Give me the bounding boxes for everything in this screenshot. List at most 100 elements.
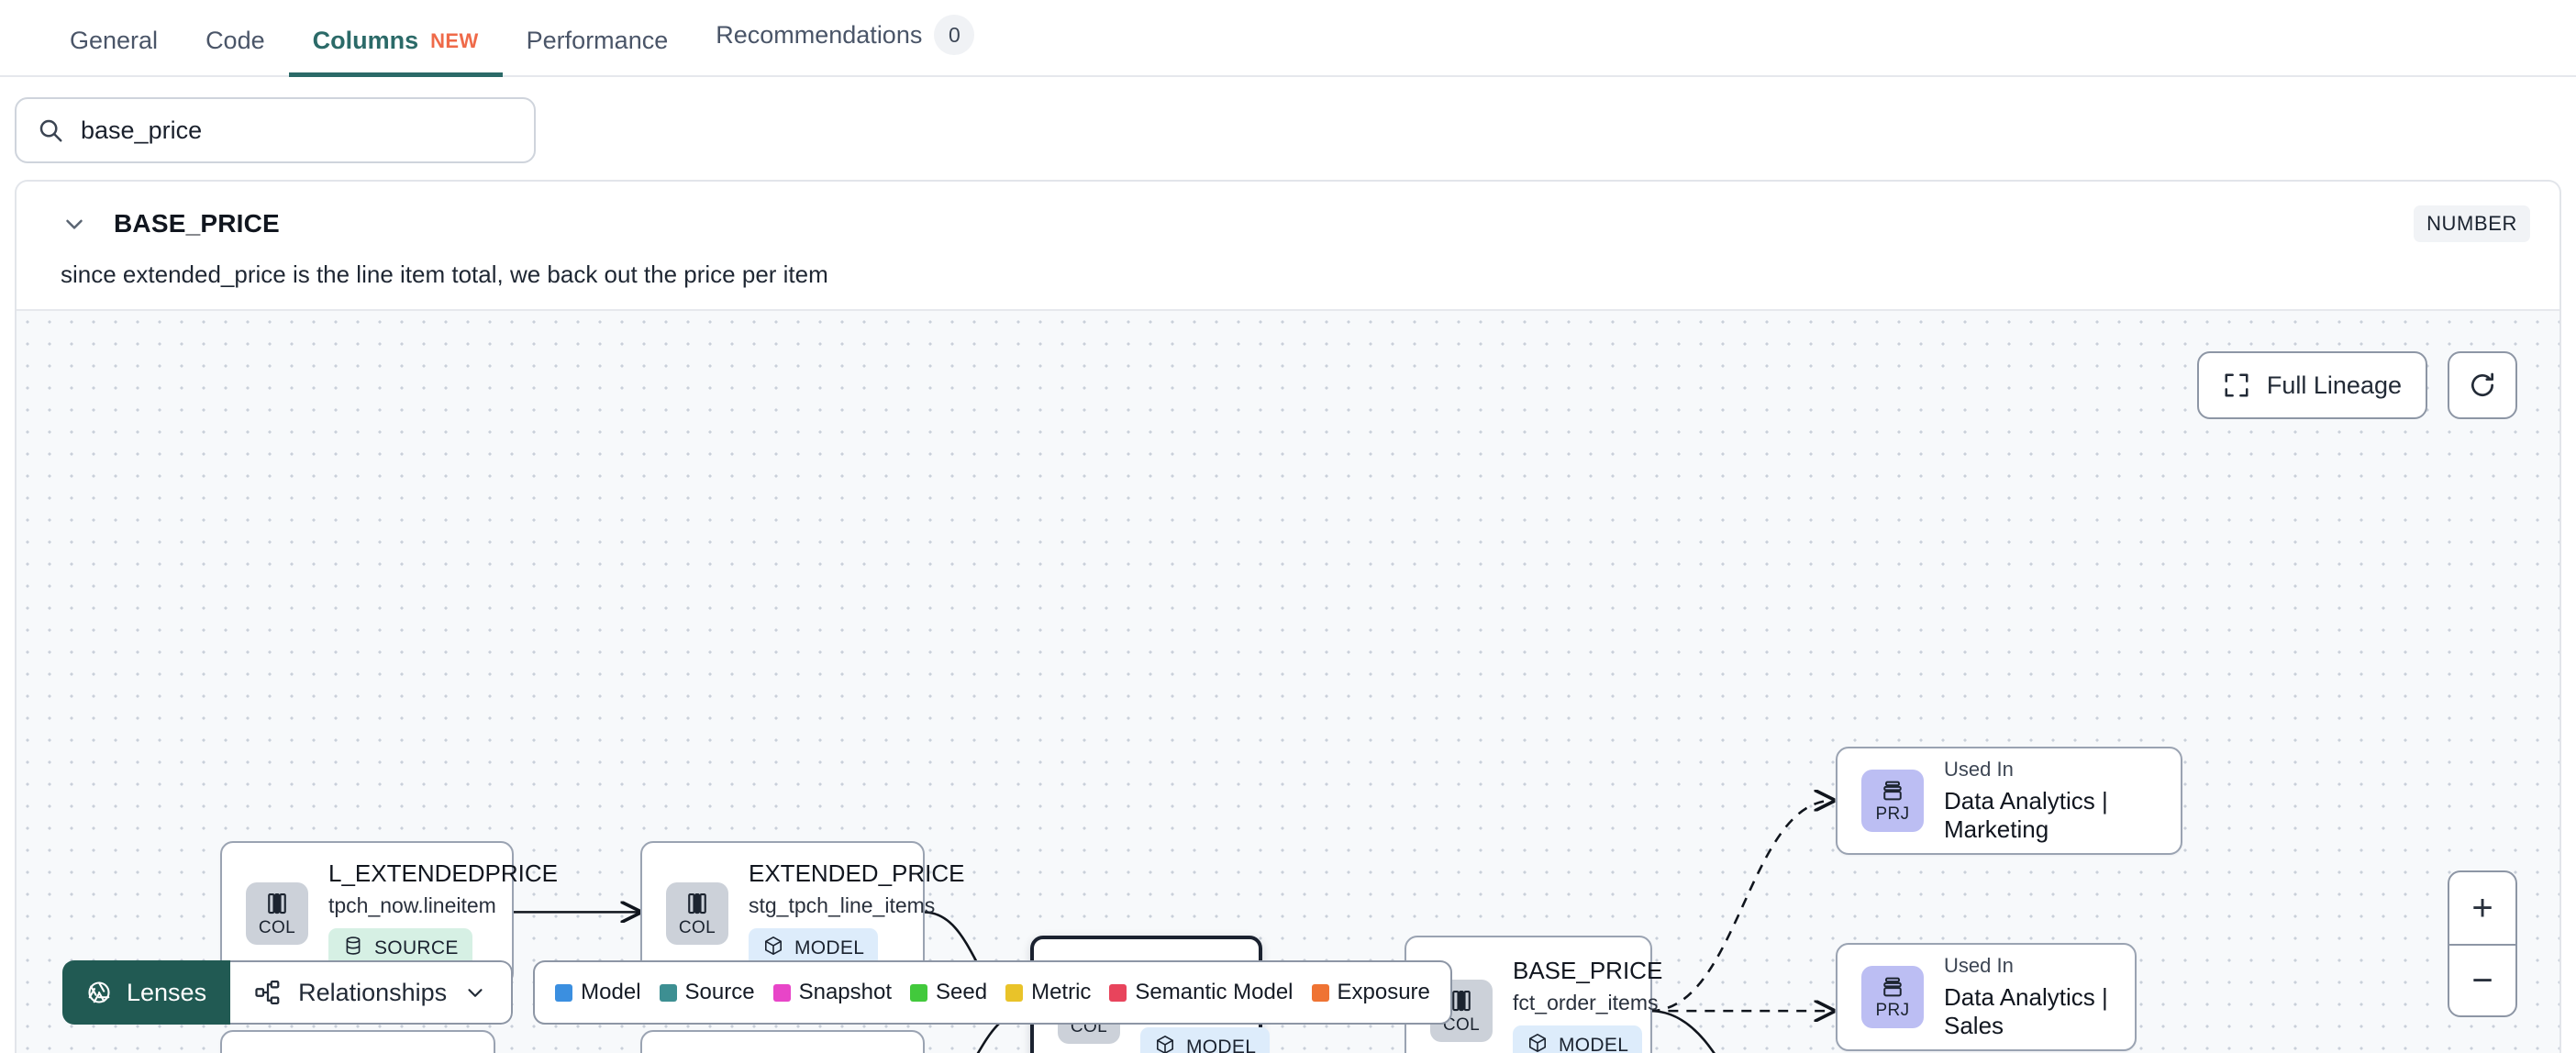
column-header: BASE_PRICE NUMBER — [17, 182, 2559, 248]
node-kind-label: COL — [1442, 1014, 1481, 1035]
zoom-controls: + − — [2448, 870, 2517, 1017]
lineage-edge-base_price_fct_order_items-to-base_price_use_variables — [1649, 1009, 1715, 1053]
cube-icon — [1154, 1034, 1176, 1053]
node-title: Data Analytics | Marketing — [1944, 787, 2108, 843]
node-type-pill: MODEL — [1513, 1025, 1643, 1053]
node-title: L_QUANTITY — [328, 1048, 496, 1053]
page-title: BASE_PRICE — [114, 209, 280, 238]
legend-item-seed: Seed — [910, 980, 987, 1005]
legend-label: Metric — [1031, 980, 1092, 1004]
legend-swatch — [910, 983, 928, 1002]
legend-item-source: Source — [659, 980, 755, 1005]
node-title: L_EXTENDEDPRICE — [328, 859, 558, 887]
node-title: EXTENDED_PRICE — [749, 859, 965, 887]
column-description: since extended_price is the line item to… — [61, 260, 828, 288]
tab-columns[interactable]: Columns NEW — [288, 27, 503, 77]
legend-item-exposure: Exposure — [1311, 980, 1430, 1005]
legend-swatch — [1311, 983, 1329, 1002]
legend-swatch — [555, 983, 573, 1002]
zoom-in-button[interactable]: + — [2471, 887, 2493, 928]
node-subtitle: stg_tpch_line_items — [749, 892, 936, 917]
node-pill-label: MODEL — [1186, 1036, 1257, 1053]
column-type-badge: NUMBER — [2414, 205, 2530, 242]
node-subtitle: Used In — [1944, 954, 2014, 977]
tab-bar: General Code Columns NEW Performance Rec… — [0, 0, 2576, 77]
legend-item-snapshot: Snapshot — [772, 980, 893, 1005]
refresh-icon — [2468, 371, 2497, 400]
node-pill-label: MODEL — [794, 937, 865, 959]
lineage-edge-base_price_fct_order_items-to-prj_marketing — [1649, 801, 1833, 1013]
relationships-button[interactable]: Relationships — [230, 960, 514, 1025]
node-title: Data Analytics | Sales — [1944, 983, 2108, 1039]
node-body: Used In Data Analytics | Marketing — [1944, 758, 2157, 844]
legend-swatch — [1005, 983, 1024, 1002]
legend-swatch — [772, 983, 791, 1002]
tab-label: Columns — [312, 27, 419, 54]
chevron-down-icon[interactable] — [61, 210, 88, 238]
legend-label: Exposure — [1337, 980, 1430, 1004]
legend-label: Snapshot — [798, 980, 893, 1004]
legend-label: Seed — [936, 980, 988, 1004]
legend-item-metric: Metric — [1005, 980, 1091, 1005]
full-lineage-button[interactable]: Full Lineage — [2196, 351, 2427, 419]
lenses-label: Lenses — [127, 978, 207, 1006]
lineage-node-prj_sales[interactable]: PRJ Used In Data Analytics | Sales — [1836, 943, 2137, 1051]
column-panel: BASE_PRICE NUMBER since extended_price i… — [15, 180, 2561, 1053]
aperture-icon — [86, 980, 112, 1005]
tab-performance[interactable]: Performance — [503, 27, 693, 75]
refresh-button[interactable] — [2448, 351, 2517, 419]
node-kind-label: PRJ — [1875, 1000, 1910, 1020]
relationships-label: Relationships — [298, 978, 448, 1006]
lenses-button[interactable]: Lenses — [62, 960, 231, 1025]
chevron-down-icon — [463, 981, 487, 1004]
tab-new-badge: NEW — [430, 28, 479, 52]
tab-general[interactable]: General — [46, 27, 182, 75]
node-title: BASE_PRICE — [1513, 956, 1663, 984]
node-subtitle: Used In — [1944, 758, 2014, 781]
legend-swatch — [1109, 983, 1127, 1002]
zoom-out-button[interactable]: − — [2449, 944, 2515, 1015]
tab-label: General — [70, 27, 159, 54]
node-pill-label: SOURCE — [374, 937, 459, 959]
tab-code[interactable]: Code — [182, 27, 289, 75]
tab-recommendations[interactable]: Recommendations 0 — [692, 15, 998, 75]
legend-label: Model — [581, 980, 641, 1004]
search-input[interactable] — [81, 116, 514, 145]
recommendations-count-badge: 0 — [934, 15, 975, 55]
node-subtitle: tpch_now.lineitem — [328, 892, 496, 917]
cube-icon — [1527, 1032, 1549, 1053]
project-icon: PRJ — [1861, 966, 1924, 1028]
search-box[interactable] — [15, 97, 536, 163]
relationships-icon — [254, 979, 282, 1006]
legend-label: Source — [684, 980, 755, 1004]
node-title: QUANTITY — [749, 1048, 935, 1053]
full-lineage-label: Full Lineage — [2266, 371, 2402, 399]
expand-frame-icon — [2223, 371, 2250, 399]
database-icon — [342, 935, 364, 962]
node-kind-label: COL — [678, 917, 716, 937]
lineage-node-prj_marketing[interactable]: PRJ Used In Data Analytics | Marketing — [1836, 747, 2182, 855]
lenses-segment: Lenses Relationships — [62, 960, 514, 1025]
legend-item-semantic-model: Semantic Model — [1109, 980, 1294, 1005]
node-kind-label: PRJ — [1875, 804, 1910, 824]
legend-swatch — [659, 983, 677, 1002]
legend-item-model: Model — [555, 980, 641, 1005]
tab-label: Performance — [526, 27, 669, 54]
tab-label: Recommendations — [716, 20, 923, 49]
canvas-bottom-controls: Lenses Relationships — [62, 960, 1452, 1025]
lineage-legend: Model Source Snapshot Seed Metric Semantic Mo… — [533, 960, 1452, 1025]
canvas-top-controls: Full Lineage — [2196, 351, 2517, 419]
node-pill-label: MODEL — [1559, 1034, 1629, 1053]
search-icon — [37, 116, 64, 144]
cube-icon — [762, 935, 784, 962]
legend-label: Semantic Model — [1135, 980, 1294, 1004]
node-type-pill: MODEL — [1140, 1026, 1271, 1053]
